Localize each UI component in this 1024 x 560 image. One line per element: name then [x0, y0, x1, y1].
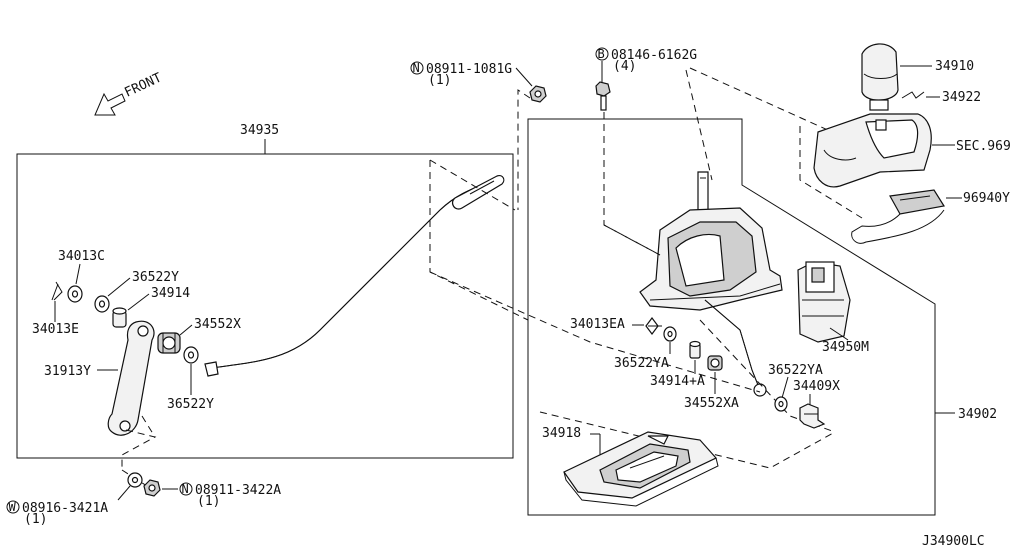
diagram-code: J34900LC: [922, 534, 985, 549]
label-34918: 34918: [542, 426, 581, 441]
label-36522Y-upper: 36522Y: [132, 270, 179, 285]
bushing-34914A: [689, 340, 701, 359]
label-34935: 34935: [240, 123, 279, 138]
nut-08911-1081G: [529, 85, 547, 103]
fastener-f3: N 08911-3422A (1): [179, 482, 281, 509]
fastener-f4-code: 08916-3421A: [22, 501, 108, 516]
grommet-34552XA: [707, 355, 723, 371]
pin-34409X: [799, 403, 826, 429]
indicator-plate-34918: [563, 431, 719, 507]
harness-96940Y: [851, 189, 945, 244]
box-34935: [16, 153, 514, 459]
label-34910: 34910: [935, 59, 974, 74]
shifter-assembly: [639, 171, 783, 397]
fastener-f1: N 08911-1081G (1): [410, 61, 512, 88]
nut-08911-3422A: [143, 479, 161, 497]
label-36522YA-right: 36522YA: [768, 363, 823, 378]
fastener-f1-qty: (1): [428, 73, 451, 88]
fastener-f3-code: 08911-3422A: [195, 483, 281, 498]
washer-36522YA-right: [774, 396, 788, 412]
indicator-cover-sec969: [813, 113, 932, 188]
label-34950M: 34950M: [822, 340, 869, 355]
box-34902: [527, 118, 936, 516]
fastener-f3-symbol: N: [182, 482, 189, 496]
label-34409X: 34409X: [793, 379, 840, 394]
label-sec969: SEC.969: [956, 139, 1011, 154]
label-34922: 34922: [942, 90, 981, 105]
washer-36522Y-upper: [94, 295, 110, 313]
label-36522YA-left: 36522YA: [614, 356, 669, 371]
switch-34950M: [797, 261, 851, 343]
label-34013C: 34013C: [58, 249, 105, 264]
fastener-f1-symbol: N: [413, 61, 420, 75]
circle-n-icon: [179, 482, 193, 496]
label-34552XA: 34552XA: [684, 396, 739, 411]
label-34552X: 34552X: [194, 317, 241, 332]
shift-knob-34910: [861, 43, 899, 111]
bolt-08146-6162G: [595, 81, 611, 111]
fastener-f1-code: 08911-1081G: [426, 62, 512, 77]
label-34013EA: 34013EA: [570, 317, 625, 332]
clip-34922: [901, 91, 925, 99]
fastener-f2-code: 08146-6162G: [611, 48, 697, 63]
control-rod-34935: [204, 175, 505, 377]
fastener-f3-qty: (1): [197, 494, 220, 509]
lever-31913Y: [107, 320, 155, 436]
clip-34013EA: [645, 317, 662, 335]
grommet-34552X: [157, 332, 181, 354]
label-34914: 34914: [151, 286, 190, 301]
front-arrow: FRONT: [94, 70, 164, 116]
washer-34013C: [67, 285, 83, 303]
fastener-f4-symbol: W: [9, 500, 17, 514]
label-34013E: 34013E: [32, 322, 79, 337]
clip-34013E: [51, 281, 63, 301]
circle-w-icon: [6, 500, 20, 514]
label-31913Y: 31913Y: [44, 364, 91, 379]
circle-n-icon: [410, 61, 424, 75]
label-34902: 34902: [958, 407, 997, 422]
fastener-f4: W 08916-3421A (1): [6, 500, 108, 527]
label-96940Y: 96940Y: [963, 191, 1010, 206]
washer-08916-3421A: [127, 472, 143, 488]
circle-b-icon: [595, 47, 609, 61]
washer-36522YA-left: [663, 326, 677, 342]
washer-36522Y-lower: [183, 346, 199, 364]
fastener-f2: B 08146-6162G (4): [595, 47, 697, 74]
bushing-34914: [112, 307, 127, 328]
fastener-f4-qty: (1): [24, 512, 47, 527]
fastener-f2-qty: (4): [613, 59, 636, 74]
label-36522Y-lower: 36522Y: [167, 397, 214, 412]
label-34914A: 34914+A: [650, 374, 705, 389]
front-label: FRONT: [122, 70, 164, 100]
fastener-f2-symbol: B: [598, 47, 605, 61]
